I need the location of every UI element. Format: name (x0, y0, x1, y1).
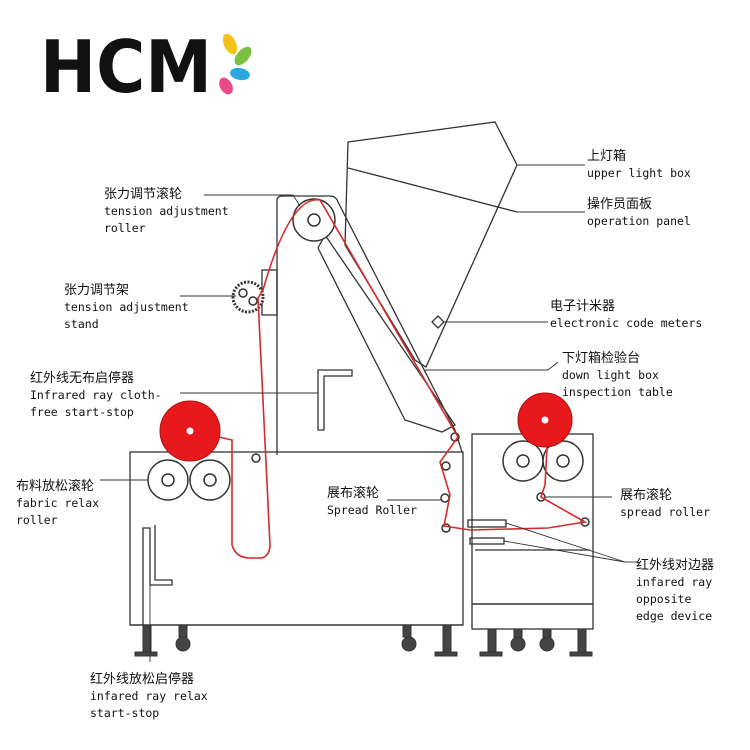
label-operation-panel: 操作员面板 operation panel (587, 197, 691, 228)
logo-petal-green (234, 46, 252, 66)
label-tension-roller: 张力调节滚轮 tension adjustment roller (104, 187, 229, 235)
label-fabric-relax-roller: 布料放松滚轮 fabric relax roller (16, 479, 100, 527)
machine-frame (276, 195, 463, 455)
feet-right (479, 628, 593, 657)
code-meter-icon (431, 315, 445, 329)
label-spread-roller-mid: 展布滚轮 Spread Roller (327, 486, 418, 517)
label-tension-stand: 张力调节架 tension adjustment stand (64, 283, 189, 331)
edge-sensor-bottom (469, 537, 505, 545)
upper-light-box (344, 121, 518, 368)
label-cloth-free-sensor: 红外线无布启停器 Infrared ray cloth- free start-… (30, 371, 162, 419)
label-relax-start-stop: 红外线放松启停器 infared ray relax start-stop (90, 672, 208, 720)
logo-petal-blue (230, 67, 250, 81)
logo-petal-yellow (222, 33, 238, 55)
label-code-meters: 电子计米器 electronic code meters (550, 299, 703, 330)
tension-stand-bracket (261, 269, 278, 316)
relax-sensor (142, 525, 173, 625)
company-logo: HCM (40, 30, 252, 100)
feet-left (134, 624, 458, 657)
logo-petal-pink (219, 77, 233, 95)
label-upper-light-box: 上灯箱 upper light box (587, 149, 691, 180)
edge-sensor-top (467, 519, 507, 528)
label-inspection-table: 下灯箱检验台 down light box inspection table (562, 351, 673, 399)
label-edge-device: 红外线对边器 infared ray opposite edge device (636, 558, 715, 623)
logo-text: HCM (40, 30, 212, 100)
inspection-board (317, 233, 456, 433)
cloth-free-sensor (317, 369, 353, 431)
fabric-path (187, 199, 588, 559)
label-spread-roller-right: 展布滚轮 spread roller (620, 488, 711, 519)
